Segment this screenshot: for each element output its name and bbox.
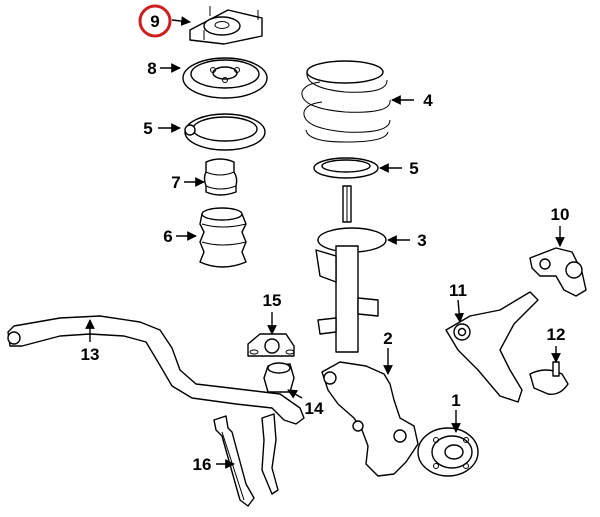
bearing-plate-part[interactable]	[182, 57, 268, 99]
ball-joint-part[interactable]	[529, 361, 569, 395]
callout-4[interactable]: 4	[423, 91, 433, 110]
spring-pad-lower-part[interactable]	[313, 157, 379, 179]
leader-11	[454, 299, 465, 323]
callout-7[interactable]: 7	[171, 173, 180, 192]
leader-14	[287, 389, 303, 399]
callout-15[interactable]: 15	[263, 291, 282, 310]
control-arm-bracket-part[interactable]	[529, 247, 587, 297]
strut-mount-part[interactable]	[189, 6, 263, 45]
callout-5-lower[interactable]: 5	[409, 159, 418, 178]
callout-1[interactable]: 1	[451, 391, 460, 410]
callout-6[interactable]: 6	[163, 227, 172, 246]
callout-12[interactable]: 12	[547, 325, 566, 344]
callout-9[interactable]: 9	[150, 12, 159, 31]
leader-9	[171, 16, 191, 26]
bushing-part[interactable]	[263, 362, 295, 393]
strut-assembly-part[interactable]	[315, 185, 387, 353]
bump-stop-part[interactable]	[203, 158, 238, 196]
callout-3[interactable]: 3	[417, 231, 426, 250]
highlight-ring	[138, 4, 172, 38]
steering-knuckle-part[interactable]	[321, 361, 419, 477]
callout-13[interactable]: 13	[81, 345, 100, 364]
lower-control-arm-part[interactable]	[445, 291, 539, 403]
stabilizer-bushing-part[interactable]	[247, 333, 295, 357]
callout-labels: 9 8 5 7 6 4 5 3 10 15 11 12 2 13 14 1 16	[81, 12, 570, 474]
stabilizer-bar-part[interactable]	[7, 315, 305, 425]
stabilizer-bar-end-part[interactable]	[261, 413, 279, 495]
stabilizer-link-part[interactable]	[213, 415, 255, 507]
callout-16[interactable]: 16	[193, 455, 212, 474]
callout-14[interactable]: 14	[305, 399, 324, 418]
wheel-hub-part[interactable]	[417, 427, 479, 477]
callout-2[interactable]: 2	[383, 329, 392, 348]
callout-10[interactable]: 10	[551, 205, 570, 224]
callout-8[interactable]: 8	[147, 59, 156, 78]
spring-insulator-upper-part[interactable]	[184, 113, 266, 151]
callout-11[interactable]: 11	[449, 281, 467, 300]
callout-5-upper[interactable]: 5	[143, 119, 152, 138]
coil-spring-part[interactable]	[301, 60, 391, 143]
dust-boot-part[interactable]	[199, 207, 247, 268]
leader-lines	[85, 16, 565, 469]
